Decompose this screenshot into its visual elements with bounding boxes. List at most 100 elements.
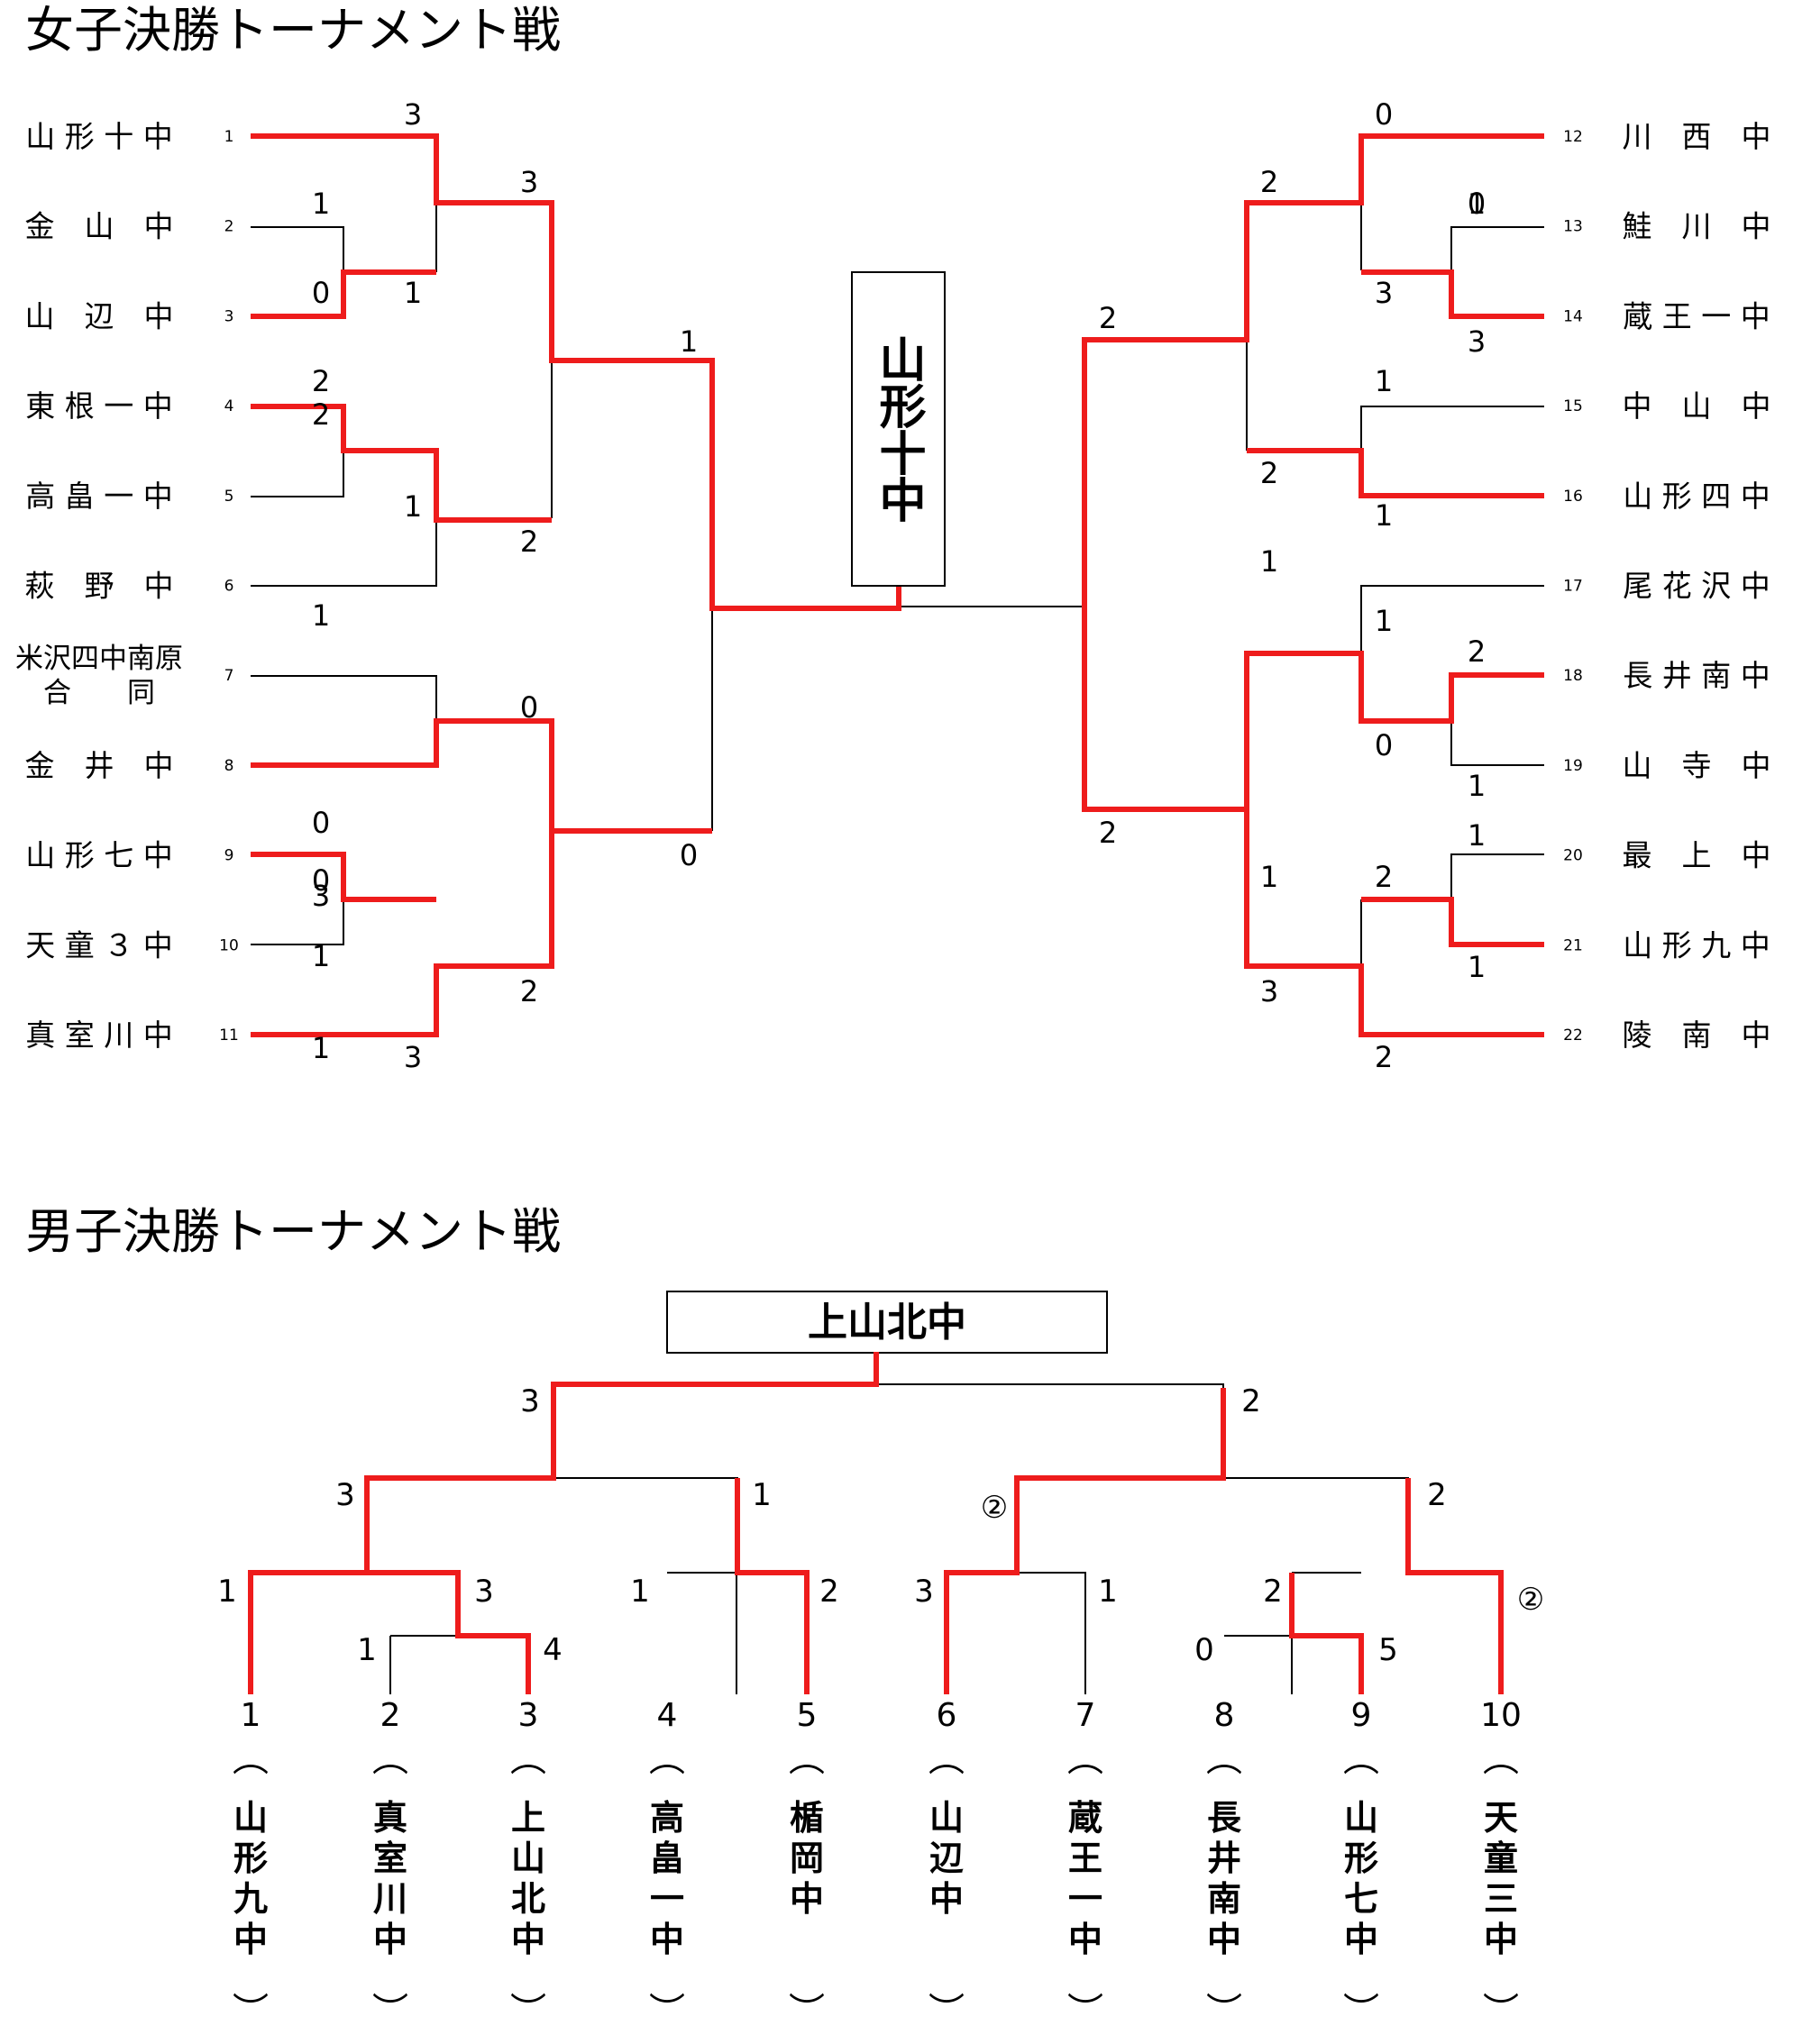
men-seed-number: 1 <box>241 1697 261 1734</box>
men-team-name-char: 九 <box>233 1879 268 1919</box>
women-seed-number: 21 <box>1563 936 1583 954</box>
men-team-name-char: 井 <box>1207 1839 1241 1878</box>
women-team-name: 鮭 川 中 <box>1623 209 1771 244</box>
men-team-name-char: 形 <box>1344 1839 1378 1878</box>
men-seed-number: 10 <box>1480 1697 1522 1734</box>
men-paren-open: ︵ <box>649 1738 685 1780</box>
men-team-name-char: 中 <box>790 1879 824 1919</box>
men-team-name-char: 長 <box>1207 1798 1242 1838</box>
men-score: ② <box>981 1490 1008 1526</box>
men-team-name-char: 形 <box>233 1839 268 1878</box>
men-team-name-char: 中 <box>929 1879 964 1919</box>
men-team-name-char: 蔵 <box>1068 1798 1102 1838</box>
men-team-name: 山形九中 <box>233 1798 268 1959</box>
men-score: 1 <box>752 1477 772 1513</box>
men-team-name-char: 川 <box>373 1879 407 1919</box>
women-score: 1 <box>1468 769 1486 803</box>
men-team-name-char: 三 <box>1484 1879 1518 1919</box>
men-team-list: 1︵山形九中︶2︵真室川中︶3︵上山北中︶4︵高畠一中︶5︵楯岡中︶6︵山辺中︶… <box>233 1697 1522 2032</box>
women-score: 2 <box>1375 1040 1393 1074</box>
men-team-name-char: 童 <box>1484 1839 1518 1878</box>
women-score: 1 <box>312 187 330 221</box>
women-score: 1 <box>312 1031 330 1065</box>
women-score: 2 <box>1099 816 1117 850</box>
women-seed-number: 1 <box>224 128 234 146</box>
women-team-name: 金 山 中 <box>25 209 174 244</box>
men-score: 1 <box>217 1574 237 1610</box>
men-team-name: 長井南中 <box>1207 1798 1242 1959</box>
women-team-name: 金 井 中 <box>25 748 174 783</box>
men-team-name: 山辺中 <box>929 1798 964 1919</box>
men-paren-open: ︵ <box>1483 1738 1519 1780</box>
men-paren-close: ︶ <box>649 1991 685 2032</box>
women-seed-number: 18 <box>1563 667 1583 685</box>
men-loser-lines <box>251 1383 1409 1694</box>
men-team-name: 上山北中 <box>511 1798 545 1959</box>
women-score: 3 <box>1468 324 1486 359</box>
women-seed-number: 16 <box>1563 488 1583 506</box>
women-team-name: 天 童 ３ 中 <box>25 927 172 963</box>
women-score: 0 <box>1375 728 1393 762</box>
women-score: 0 <box>312 863 330 898</box>
women-team-name: 尾 花 沢 中 <box>1623 569 1770 604</box>
men-team-name-char: 山 <box>511 1839 545 1878</box>
women-team-name: 陵 南 中 <box>1623 1017 1771 1053</box>
women-score: 3 <box>520 165 538 199</box>
men-team-name-char: 南 <box>1207 1879 1241 1919</box>
women-champion-name: 山形十中 <box>871 335 926 523</box>
women-team-name: 真 室 川 中 <box>25 1017 172 1053</box>
women-score: 2 <box>312 397 330 432</box>
women-score: 0 <box>1375 97 1393 132</box>
men-team-name-char: 中 <box>1207 1920 1241 1959</box>
women-score: 1 <box>1375 604 1393 638</box>
men-team-name-char: 中 <box>511 1920 545 1959</box>
men-paren-close: ︶ <box>510 1991 546 2032</box>
women-score: 3 <box>312 879 330 913</box>
women-team-name: 萩 野 中 <box>25 569 174 604</box>
men-seed-number: 8 <box>1214 1697 1235 1734</box>
women-score: 1 <box>404 489 422 524</box>
men-team-name: 天童三中 <box>1484 1798 1518 1959</box>
women-score: 2 <box>1099 301 1117 335</box>
women-team-name: 山 形 十 中 <box>25 119 172 154</box>
men-team-name: 蔵王一中 <box>1068 1798 1102 1959</box>
women-seed-number: 7 <box>224 667 234 685</box>
women-seed-number: 11 <box>219 1027 239 1045</box>
men-paren-open: ︵ <box>510 1738 546 1780</box>
women-score: 0 <box>1468 187 1486 221</box>
men-score: 0 <box>1194 1632 1214 1668</box>
men-paren-close: ︶ <box>1343 1991 1379 2032</box>
men-team-name-char: 山 <box>929 1798 964 1838</box>
men-team-name: 楯岡中 <box>790 1798 824 1919</box>
women-score: 3 <box>404 1040 422 1074</box>
men-paren-close: ︶ <box>1206 1991 1242 2032</box>
women-score: 3 <box>1375 276 1393 310</box>
women-score: 2 <box>520 974 538 1008</box>
women-seed-number: 17 <box>1563 578 1583 596</box>
women-team-name: 中 山 中 <box>1623 388 1771 424</box>
women-title: 女子決勝トーナメント戦 <box>25 2 561 59</box>
women-winner-lines <box>251 133 1544 1037</box>
men-team-name-char: 一 <box>650 1879 684 1919</box>
men-team-name: 高畠一中 <box>650 1798 684 1959</box>
women-score: 1 <box>680 324 698 359</box>
women-score: 1 <box>404 276 422 310</box>
women-team-name: 高 畠 一 中 <box>25 479 172 514</box>
women-seed-number: 14 <box>1563 307 1583 325</box>
men-team-name-char: 天 <box>1484 1798 1518 1838</box>
women-team-name: 山 形 七 中 <box>25 838 172 873</box>
men-team-name-char: 室 <box>373 1839 407 1878</box>
men-team-name-char: 高 <box>650 1798 684 1838</box>
women-seed-number: 2 <box>224 218 234 236</box>
men-team-name-char: 楯 <box>790 1798 824 1838</box>
men-score: 4 <box>543 1632 563 1668</box>
men-paren-close: ︶ <box>233 1991 269 2032</box>
men-paren-open: ︵ <box>929 1738 965 1780</box>
men-team-name-char: 山 <box>233 1798 268 1838</box>
women-seed-number: 6 <box>224 578 234 596</box>
men-paren-close: ︶ <box>372 1991 408 2032</box>
men-seed-number: 2 <box>380 1697 401 1734</box>
women-score: 1 <box>1260 544 1278 579</box>
men-team-name: 真室川中 <box>373 1798 407 1959</box>
